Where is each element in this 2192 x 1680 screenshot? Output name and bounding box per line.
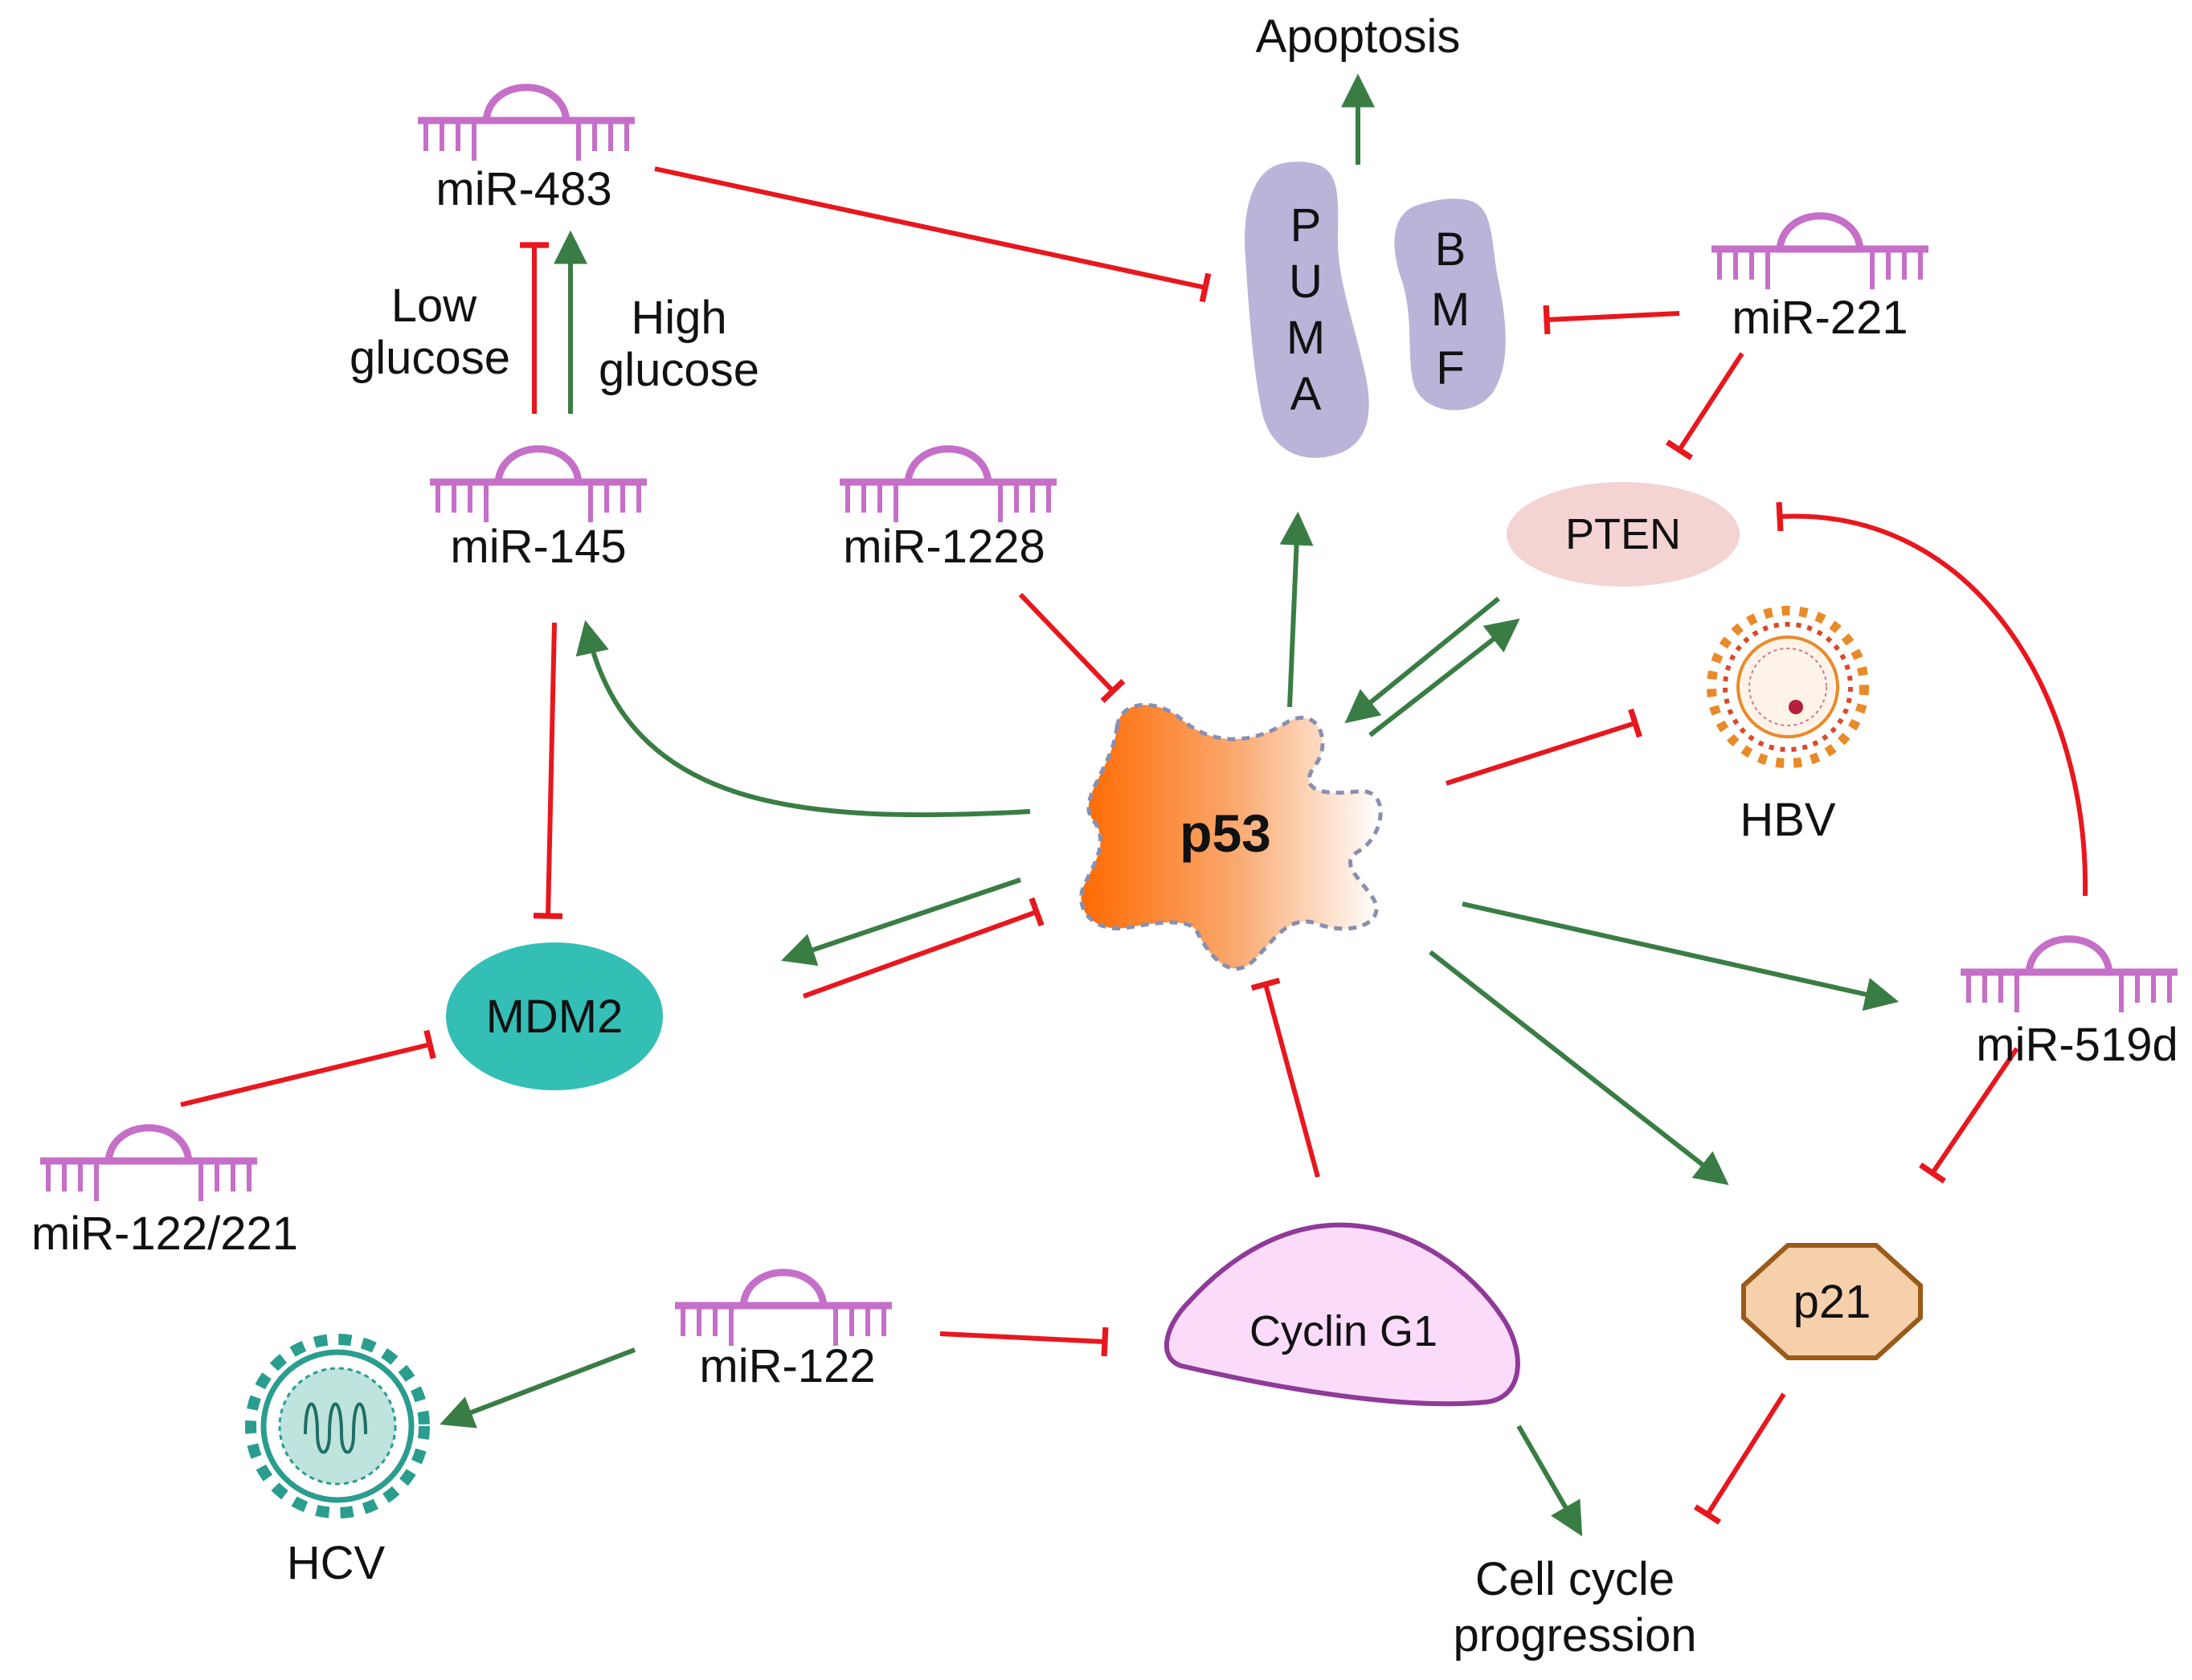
mirna-221: miR-221 — [1711, 216, 1928, 344]
hcv-label: HCV — [287, 1537, 386, 1589]
edge-p53-mir145 — [575, 619, 1031, 818]
mdm2-shape — [446, 942, 663, 1090]
mirna-221-hairpin-icon — [1711, 216, 1928, 289]
mirna-145-hairpin-icon — [430, 449, 647, 522]
mdm2-label: MDM2 — [486, 991, 624, 1043]
low-glucose-label-line1: Low — [391, 280, 478, 332]
edge-p53-p21 — [1429, 950, 1729, 1186]
mirna-145-label: miR-145 — [450, 521, 626, 573]
bmf-shape — [1394, 198, 1506, 411]
mirna-122-221-label: miR-122/221 — [31, 1208, 298, 1260]
mdm2-node: MDM2 — [446, 942, 663, 1090]
mirna-1228-label: miR-1228 — [843, 521, 1045, 573]
edge-mdm2-p53 — [802, 897, 1045, 999]
edge-p21-cellcycle — [1693, 1392, 1786, 1525]
puma-letter-3: M — [1286, 312, 1325, 364]
bmf-letter-3: F — [1436, 342, 1464, 394]
p53-label: p53 — [1180, 803, 1271, 863]
edge-mir122221-mdm2 — [180, 1029, 436, 1107]
bmf-letter-2: M — [1431, 284, 1470, 336]
edge-mir221-bmf — [1543, 305, 1680, 335]
puma-shape — [1245, 161, 1369, 458]
edge-mir122-hcv — [440, 1347, 636, 1429]
edge-mir122-cyclin — [939, 1326, 1109, 1357]
cyclin-g1-label: Cyclin G1 — [1249, 1307, 1437, 1355]
mirna-519d-label: miR-519d — [1976, 1019, 2178, 1071]
mirna-1228-hairpin-icon — [840, 449, 1057, 522]
hcv-node: HCV — [245, 1334, 430, 1589]
edge-mir483-puma — [654, 166, 1212, 303]
edge-p53-pten — [1368, 618, 1520, 738]
puma-letter-2: U — [1289, 255, 1323, 308]
low-glucose-label-line2: glucose — [350, 332, 510, 384]
hbv-label: HBV — [1740, 794, 1836, 846]
mirna-483-label: miR-483 — [436, 163, 611, 215]
cyclin-g1-shape — [1164, 1222, 1520, 1407]
edge-mir519d-pten — [1776, 501, 2088, 897]
mirna-122-221-hairpin-icon — [40, 1128, 257, 1201]
edge-cyclin-cellcycle — [1516, 1425, 1583, 1537]
puma-node: P U M A — [1245, 161, 1369, 458]
hcv-virus-icon — [245, 1334, 430, 1519]
pten-label: PTEN — [1565, 510, 1681, 558]
mirna-483: miR-483 — [418, 88, 635, 215]
mirna-519d: miR-519d — [1961, 939, 2178, 1071]
edge-mir221-pten — [1665, 352, 1744, 460]
apoptosis-label: Apoptosis — [1256, 10, 1461, 63]
mirna-122-221: miR-122/221 — [31, 1128, 298, 1260]
edge-p53-mir519d — [1462, 901, 1900, 1012]
p53-node: p53 — [1079, 702, 1383, 971]
mirna-483-hairpin-icon — [418, 88, 635, 161]
cell-cycle-label-line2: progression — [1453, 1609, 1696, 1662]
cyclin-g1-node: Cyclin G1 — [1164, 1222, 1520, 1407]
mirna-221-label: miR-221 — [1732, 292, 1908, 344]
edge-p53-hbv — [1446, 708, 1642, 786]
p21-shape — [1741, 1243, 1923, 1360]
pten-node: PTEN — [1507, 482, 1740, 587]
edge-mir519d-p21 — [1919, 1047, 2019, 1184]
hbv-node: HBV — [1707, 606, 1869, 846]
pten-shape — [1507, 482, 1740, 587]
hbv-virus-icon — [1707, 606, 1869, 768]
edges — [180, 73, 2088, 1537]
edge-p53-puma — [1279, 511, 1314, 708]
edge-mir145-mdm2 — [533, 622, 563, 919]
bmf-letter-1: B — [1435, 223, 1466, 276]
mirna-519d-hairpin-icon — [1961, 939, 2178, 1012]
puma-letter-4: A — [1290, 368, 1322, 420]
edge-pten-p53 — [1344, 596, 1500, 724]
p53-shape — [1079, 702, 1383, 971]
p21-label: p21 — [1793, 1276, 1871, 1328]
mirna-1228: miR-1228 — [840, 449, 1057, 573]
mirna-122: miR-122 — [675, 1273, 892, 1392]
bmf-node: B M F — [1394, 198, 1506, 411]
edge-cyclin-p53 — [1250, 977, 1320, 1178]
mirna-122-hairpin-icon — [675, 1273, 892, 1346]
puma-letter-1: P — [1290, 199, 1322, 251]
high-glucose-label-line2: glucose — [599, 344, 759, 396]
mirna-122-label: miR-122 — [699, 1340, 875, 1392]
p21-node: p21 — [1741, 1243, 1923, 1360]
high-glucose-label-line1: High — [631, 292, 726, 344]
edge-mir1228-p53 — [1018, 592, 1126, 704]
mirna-145: miR-145 — [430, 449, 647, 573]
edge-p53-mdm2 — [781, 877, 1021, 967]
cell-cycle-label-line1: Cell cycle — [1475, 1553, 1675, 1605]
